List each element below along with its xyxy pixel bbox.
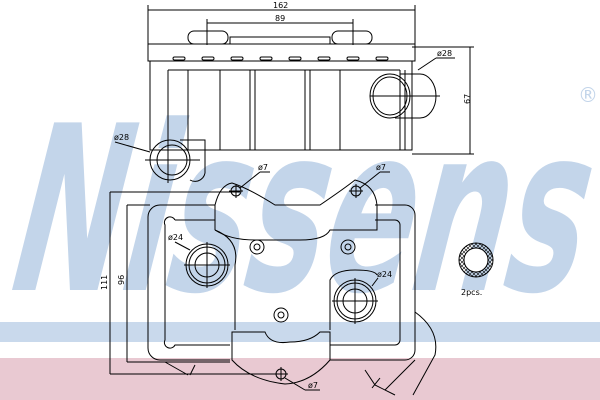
top-left-port-diameter: ø28: [114, 133, 129, 142]
hole-top-left-diameter: ø7: [258, 163, 268, 172]
mount-spacing-dimension: 89: [275, 14, 285, 23]
port-right-diameter: ø24: [377, 270, 392, 279]
top-height-dimension: 67: [463, 94, 472, 104]
registered-mark: ®: [578, 83, 598, 107]
port-left-diameter: ø24: [168, 233, 183, 242]
nissens-watermark: Nissens: [2, 76, 600, 345]
overall-width-dimension: 162: [273, 1, 288, 10]
hole-top-right-diameter: ø7: [376, 163, 386, 172]
seal-quantity: 2pcs.: [461, 288, 482, 297]
slots: [172, 56, 389, 61]
front-view: 111 96 ø7 ø7 ø7 ø24 ø24: [100, 163, 437, 396]
top-right-port-diameter: ø28: [437, 49, 452, 58]
front-height-outer: 111: [100, 275, 109, 290]
pink-band: [0, 358, 600, 400]
front-height-inner: 96: [117, 275, 126, 285]
blue-band: [0, 322, 600, 342]
seal-ring: 2pcs.: [458, 242, 494, 297]
hole-bottom-diameter: ø7: [308, 381, 318, 390]
top-view: ø28 67 ø28 162 89: [114, 1, 474, 183]
